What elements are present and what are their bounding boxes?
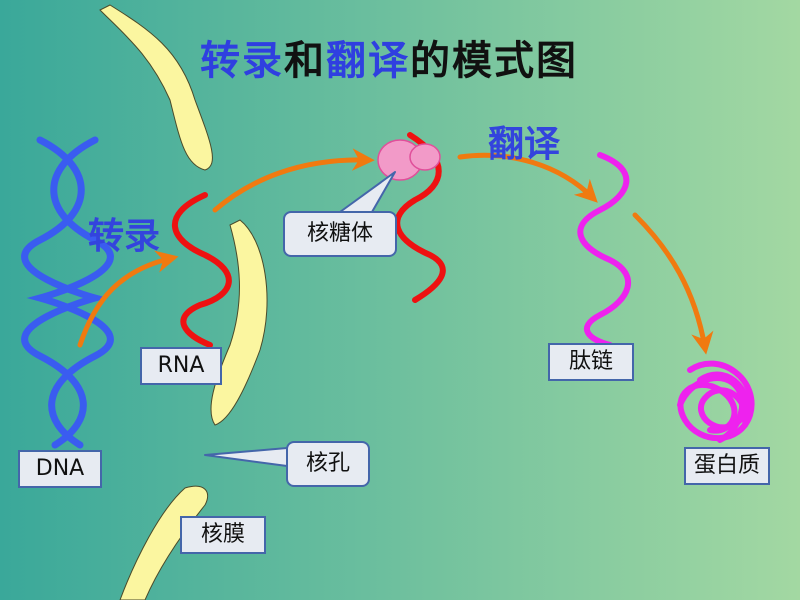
nuclear-membrane bbox=[99, 4, 268, 600]
arrow-transcription bbox=[77, 250, 179, 348]
peptide-chain bbox=[577, 152, 632, 348]
label-ribosome: 核糖体 bbox=[283, 211, 397, 257]
label-protein: 蛋白质 bbox=[684, 447, 770, 485]
label-transcription: 转录 bbox=[88, 216, 161, 257]
ribosome bbox=[377, 139, 441, 181]
arrow-export bbox=[212, 148, 375, 213]
label-nuclear-membrane: 核膜 bbox=[180, 516, 266, 554]
label-dna: DNA bbox=[18, 450, 102, 488]
title-and: 和 bbox=[284, 38, 326, 84]
rna-in-nucleus bbox=[171, 192, 232, 348]
dna-helix bbox=[21, 136, 114, 449]
arrow-folding bbox=[632, 212, 714, 355]
protein-folded bbox=[677, 360, 755, 443]
title-translation: 翻译 bbox=[326, 38, 410, 84]
title-transcription: 转录 bbox=[200, 38, 284, 84]
arrow-translation bbox=[457, 152, 598, 203]
membrane-top bbox=[99, 4, 213, 171]
membrane-bottom bbox=[119, 485, 209, 600]
label-rna: RNA bbox=[140, 347, 222, 385]
label-peptide-chain: 肽链 bbox=[548, 343, 634, 381]
dna-strand-2 bbox=[26, 136, 114, 449]
title-suffix: 的模式图 bbox=[410, 38, 578, 84]
protein-coil-1 bbox=[677, 360, 755, 442]
label-nuclear-pore: 核孔 bbox=[286, 441, 370, 487]
ribosome-small-subunit bbox=[409, 143, 441, 171]
protein-coil-3 bbox=[677, 374, 746, 443]
rna-in-cytoplasm bbox=[394, 132, 446, 303]
membrane-middle bbox=[210, 219, 268, 426]
dna-strand-1 bbox=[21, 136, 109, 449]
label-translation: 翻译 bbox=[488, 124, 561, 165]
page-title: 转录和翻译的模式图 bbox=[200, 28, 578, 86]
process-arrows bbox=[77, 148, 714, 355]
